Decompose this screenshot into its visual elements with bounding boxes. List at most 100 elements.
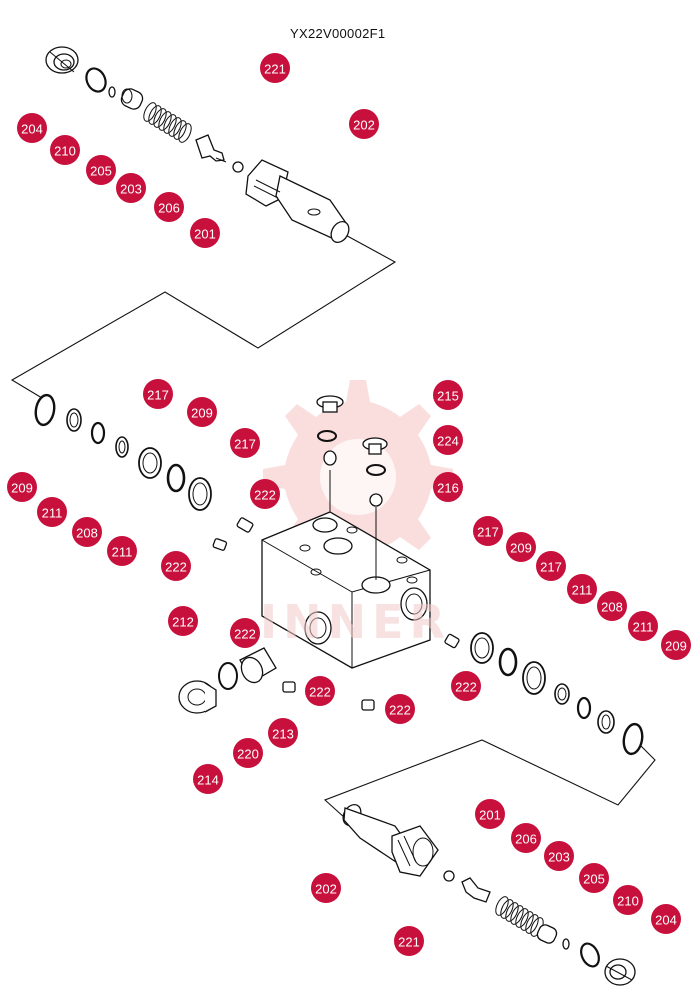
callout-badge-212: 212	[168, 606, 198, 636]
callout-circle	[349, 109, 379, 139]
callout-circle	[385, 694, 415, 724]
callout-label: 204	[655, 913, 677, 928]
callout-circle	[579, 863, 609, 893]
callout-circle	[107, 536, 137, 566]
callout-badge-217: 217	[230, 428, 260, 458]
callout-circle	[567, 574, 597, 604]
callout-label: 212	[172, 615, 194, 630]
callout-badge-203: 203	[116, 173, 146, 203]
callout-circle	[230, 428, 260, 458]
callout-label: 209	[11, 481, 33, 496]
callout-circle	[613, 885, 643, 915]
top-relief-valve-assembly	[45, 46, 350, 243]
callout-label: 222	[309, 685, 331, 700]
valve-body-202-bottom	[342, 804, 439, 877]
spring-206-top	[143, 102, 192, 143]
callout-badge-221: 221	[394, 926, 424, 956]
plug-204-bottom	[604, 958, 636, 986]
ring-205-top	[108, 86, 116, 98]
callout-circle	[154, 192, 184, 222]
callout-circle	[230, 618, 260, 648]
callout-circle	[37, 497, 67, 527]
callout-badge-209: 209	[7, 472, 37, 502]
callout-circle	[651, 904, 681, 934]
callout-circle	[433, 380, 463, 410]
callout-label: 221	[264, 62, 286, 77]
cup-203-top	[120, 88, 144, 110]
poppet-201-top	[195, 134, 227, 163]
callout-circle	[190, 218, 220, 248]
callout-label: 217	[234, 437, 256, 452]
callout-label: 209	[665, 639, 687, 654]
callout-circle	[7, 472, 37, 502]
o-ring-210-bottom	[580, 942, 600, 968]
callout-label: 201	[194, 227, 216, 242]
callout-circle	[305, 676, 335, 706]
ring-205-bottom	[562, 938, 570, 950]
callout-badge-221: 221	[260, 53, 290, 83]
callout-badge-217: 217	[473, 516, 503, 546]
callout-badge-204: 204	[17, 113, 47, 143]
callout-badge-206: 206	[511, 823, 541, 853]
callout-badge-222: 222	[451, 671, 481, 701]
callout-circle	[143, 379, 173, 409]
callout-circle	[506, 532, 536, 562]
callout-badge-222: 222	[250, 479, 280, 509]
callout-badge-217: 217	[536, 551, 566, 581]
callout-circle	[661, 630, 691, 660]
callout-badge-215: 215	[433, 380, 463, 410]
callout-circle	[536, 551, 566, 581]
callout-circle	[433, 472, 463, 502]
callout-circle	[475, 799, 505, 829]
callout-badge-214: 214	[193, 764, 223, 794]
callout-circle	[233, 738, 263, 768]
top-plugs-215-224-216	[316, 395, 388, 507]
callout-label: 203	[548, 850, 570, 865]
callout-label: 206	[158, 201, 180, 216]
callout-label: 213	[272, 727, 294, 742]
callout-label: 222	[165, 560, 187, 575]
callout-badge-211: 211	[567, 574, 597, 604]
valve-block-212	[261, 470, 431, 669]
callout-circle	[268, 718, 298, 748]
callout-label: 204	[21, 122, 43, 137]
part-number-callouts: 2042102052032062012212022172092172222152…	[7, 53, 691, 956]
callout-circle	[187, 397, 217, 427]
callout-badge-203: 203	[544, 841, 574, 871]
callout-circle	[394, 926, 424, 956]
callout-label: 222	[455, 680, 477, 695]
callout-label: 210	[617, 894, 639, 909]
poppet-201-bottom	[461, 877, 491, 903]
callout-circle	[628, 611, 658, 641]
callout-circle	[193, 764, 223, 794]
callout-label: 220	[237, 747, 259, 762]
callout-circle	[116, 173, 146, 203]
callout-label: 216	[437, 481, 459, 496]
plug-set-213-220-214	[178, 647, 277, 714]
callout-circle	[72, 517, 102, 547]
callout-badge-208: 208	[72, 517, 102, 547]
callout-label: 202	[315, 882, 337, 897]
callout-badge-211: 211	[107, 536, 137, 566]
callout-label: 203	[120, 182, 142, 197]
callout-label: 206	[515, 832, 537, 847]
callout-circle	[17, 113, 47, 143]
callout-badge-220: 220	[233, 738, 263, 768]
callout-label: 201	[479, 808, 501, 823]
left-seal-stack	[34, 393, 212, 511]
callout-label: 210	[54, 144, 76, 159]
callout-label: 211	[42, 506, 63, 521]
callout-label: 211	[633, 620, 654, 635]
callout-circle	[597, 591, 627, 621]
callout-badge-216: 216	[433, 472, 463, 502]
callout-label: 217	[477, 525, 499, 540]
nut-221-top	[232, 161, 244, 173]
cup-203-bottom	[536, 924, 558, 944]
callout-badge-201: 201	[475, 799, 505, 829]
callout-circle	[433, 425, 463, 455]
callout-badge-222: 222	[230, 618, 260, 648]
callout-badge-206: 206	[154, 192, 184, 222]
callout-label: 202	[353, 118, 375, 133]
callout-badge-222: 222	[385, 694, 415, 724]
